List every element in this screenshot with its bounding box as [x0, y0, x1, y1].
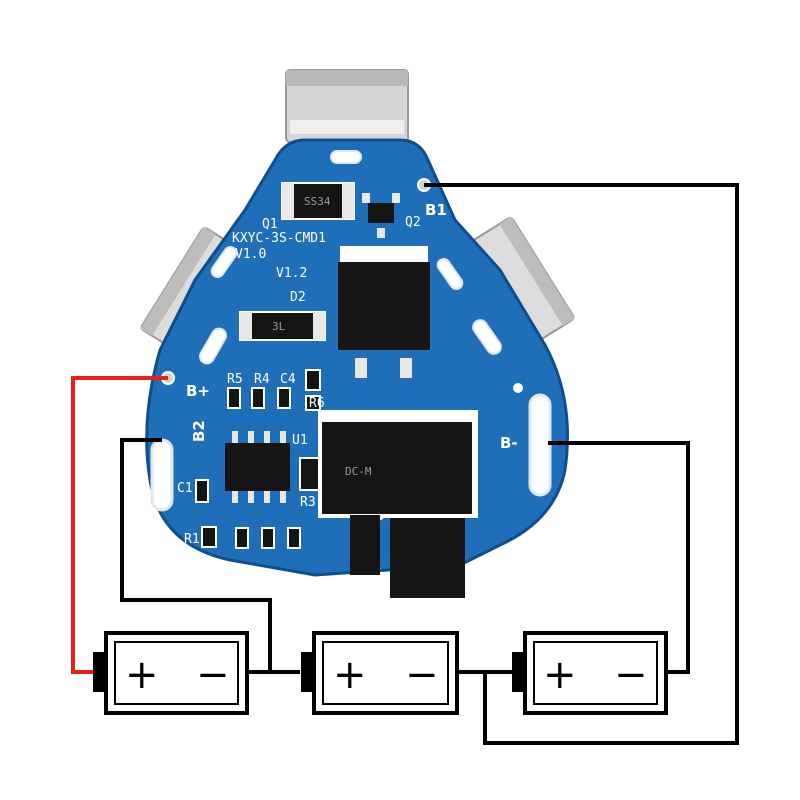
transistor-q2 — [362, 193, 400, 238]
label-q2: Q2 — [405, 215, 421, 230]
label-r4: R4 — [254, 372, 270, 387]
label-r5: R5 — [227, 372, 243, 387]
label-r1: R1 — [184, 532, 200, 547]
battery-2-plus: + — [333, 652, 367, 698]
mosfet-upper — [338, 246, 430, 378]
silkscreen: KXYC-3S-CMD1 V1.0 V1.2 Q1 Q2 D2 U1 R5 R4… — [177, 201, 518, 547]
battery-cell-2: + − — [301, 631, 459, 715]
battery-2-minus: − — [405, 652, 439, 698]
battery-cell-3: + − — [512, 631, 668, 715]
revision-label: V1.2 — [276, 266, 307, 281]
pad-label-b1: B1 — [425, 201, 447, 219]
battery-1-minus: − — [196, 652, 230, 698]
label-c4: C4 — [280, 372, 296, 387]
ic-u1 — [225, 431, 290, 503]
wire-b1 — [424, 183, 739, 745]
model-label: KXYC-3S-CMD1 — [232, 231, 326, 246]
pad-label-bminus: B- — [500, 434, 518, 452]
chip-marking-d2: 3L — [272, 320, 286, 333]
battery-cell-1: + − — [93, 631, 249, 715]
wire-bplus-red — [71, 376, 168, 674]
chip-marking-mosfet: DC-M — [345, 465, 372, 478]
small-resistors-top — [227, 369, 321, 411]
label-u1: U1 — [292, 433, 308, 448]
label-q1: Q1 — [262, 217, 278, 232]
label-r3: R3 — [300, 495, 316, 510]
chip-marking-q1: SS34 — [304, 195, 331, 208]
version-label: V1.0 — [235, 247, 266, 262]
pad-label-bplus: B+ — [186, 382, 210, 400]
mosfet-large: DC-M — [318, 410, 478, 598]
small-parts-lower — [195, 457, 321, 549]
diode-d2: 3L — [239, 311, 326, 341]
battery-3-minus: − — [614, 652, 648, 698]
battery-3-plus: + — [543, 652, 577, 698]
battery-1-plus: + — [125, 652, 159, 698]
label-r6: R6 — [309, 396, 325, 411]
pad-label-b2: B2 — [190, 420, 208, 442]
label-d2: D2 — [290, 290, 306, 305]
wire-bminus — [548, 441, 690, 674]
metal-tab-top — [285, 69, 409, 143]
label-c1: C1 — [177, 481, 193, 496]
diode-q1: SS34 — [281, 182, 355, 220]
wire-b2 — [120, 438, 272, 672]
